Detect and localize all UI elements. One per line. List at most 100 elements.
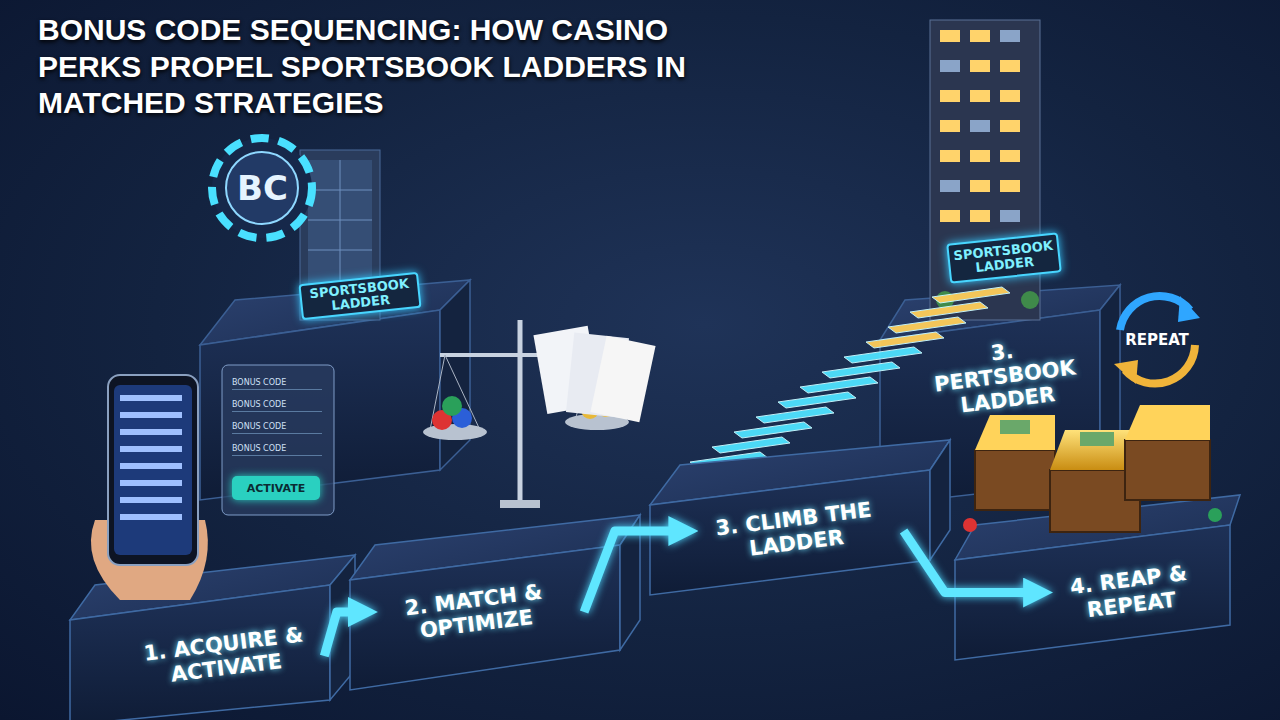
step-block: [350, 545, 620, 690]
repeat-cycle: [1114, 360, 1138, 384]
pedestal-left: [440, 280, 470, 470]
repeat-cycle: [1114, 296, 1200, 384]
tower-sign: SPORTSBOOK LADDER: [946, 232, 1062, 283]
sportsbook-tower: [940, 150, 960, 162]
phone: [120, 497, 182, 503]
node-text: 3. CLIMB THE LADDER: [688, 494, 902, 568]
step-label: 1. ACQUIRE & ACTIVATE: [126, 604, 325, 709]
phone: [91, 375, 208, 600]
sportsbook-tower: [1000, 210, 1020, 222]
treasure-chests: [1125, 405, 1210, 440]
building-sign: SPORTSBOOK LADDER: [298, 272, 421, 320]
treasure-chests: [1125, 440, 1210, 500]
flow-arrow: [904, 531, 1042, 593]
code-list-item: BONUS CODE: [232, 444, 322, 456]
code-list-item: BONUS CODE: [232, 422, 322, 434]
sportsbook-tower: [940, 30, 960, 42]
phone: [120, 480, 182, 486]
step-label: 3. CLIMB THE LADDER: [686, 482, 903, 579]
sportsbook-tower: [1000, 90, 1020, 102]
poker-chip: [212, 138, 312, 238]
ladder-stairs: [734, 422, 812, 438]
poker-chip: [212, 138, 312, 238]
phone: [108, 375, 198, 565]
sportsbook-tower: [1000, 60, 1020, 72]
treasure-chests: [975, 415, 1055, 450]
sportsbook-tower: [970, 150, 990, 162]
activate-button: ACTIVATE: [232, 476, 320, 500]
bet-slips: [590, 336, 655, 423]
treasure-chests: [963, 518, 977, 532]
phone: [120, 446, 182, 452]
ladder-stairs: [866, 332, 944, 348]
phone: [120, 463, 182, 469]
balance-scale: [423, 424, 487, 440]
step-block: [350, 515, 640, 690]
ladder-stairs: [932, 287, 1010, 303]
sportsbook-tower: [940, 60, 960, 72]
node-text: 2. MATCH & OPTIMIZE: [368, 575, 582, 649]
ladder-stairs: [778, 392, 856, 408]
ladder-stairs: [712, 437, 790, 453]
sportsbook-tower: [1021, 291, 1039, 309]
phone: [120, 514, 182, 520]
phone: [120, 395, 182, 401]
node-text: REPEAT: [1125, 331, 1189, 349]
sportsbook-tower: [940, 120, 960, 132]
code-panel: [222, 365, 334, 515]
balance-scale: [518, 320, 523, 500]
diagram-title: BONUS CODE SEQUENCING: HOW CASINO PERKS …: [38, 12, 698, 122]
sportsbook-tower: [1000, 120, 1020, 132]
step-block: [650, 440, 950, 595]
ladder-stairs: [756, 407, 834, 423]
sportsbook-tower: [970, 60, 990, 72]
treasure-chests: [1000, 420, 1030, 434]
poker-chip: [226, 152, 298, 224]
code-list-item: BONUS CODE: [232, 378, 322, 390]
phone: [120, 429, 182, 435]
ladder-stairs: [844, 347, 922, 363]
phone: [120, 412, 182, 418]
sportsbook-tower: [970, 30, 990, 42]
flow-arrow: [324, 612, 366, 656]
code-panel: [222, 365, 334, 515]
node-text: SPORTSBOOK LADDER: [301, 276, 419, 317]
ladder-stairs: [822, 362, 900, 378]
step-label: 2. MATCH & OPTIMIZE: [366, 560, 584, 665]
step-block: [70, 585, 330, 720]
node-text: 4. REAP & REPEAT: [1043, 558, 1218, 627]
sportsbook-tower: [970, 180, 990, 192]
node-text: 1. ACQUIRE & ACTIVATE: [128, 620, 322, 691]
sportsbook-tower: [970, 90, 990, 102]
node-text: 3. PERTSBOOK LADDER: [921, 331, 1089, 422]
node-text: SPORTSBOOK LADDER: [949, 238, 1059, 278]
sportsbook-tower: [1000, 180, 1020, 192]
balance-scale: [442, 396, 462, 416]
sportsbook-tower: [970, 120, 990, 132]
sportsbook-tower: [940, 210, 960, 222]
step-block: [930, 440, 950, 560]
sportsbook-tower: [940, 90, 960, 102]
node-text: ACTIVATE: [247, 482, 306, 495]
chip-badge: BC: [215, 140, 310, 235]
repeat-badge: REPEAT: [1112, 300, 1202, 380]
node-text: BC: [237, 168, 288, 208]
flow-arrow: [584, 531, 686, 612]
platform-label: 3. PERTSBOOK LADDER: [921, 331, 1089, 422]
code-list-item: BONUS CODE: [232, 400, 322, 412]
treasure-chests: [1208, 508, 1222, 522]
ladder-stairs: [800, 377, 878, 393]
sportsbook-tower: [940, 180, 960, 192]
phone: [114, 385, 192, 555]
repeat-cycle: [1178, 296, 1200, 322]
ladder-stairs: [888, 317, 966, 333]
treasure-chests: [1080, 432, 1114, 446]
step-block: [650, 470, 930, 595]
balance-scale: [500, 500, 540, 508]
step-label: 4. REAP & REPEAT: [1041, 545, 1219, 640]
bet-slips: [533, 326, 655, 423]
treasure-chests: [963, 405, 1222, 532]
sportsbook-tower: [1000, 150, 1020, 162]
balance-scale: [423, 320, 629, 508]
